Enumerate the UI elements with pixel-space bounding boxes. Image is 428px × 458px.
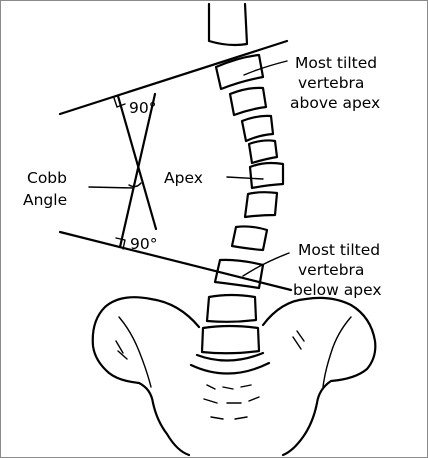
vertebra-lumbar <box>207 295 256 322</box>
leader-apex <box>227 177 263 179</box>
leader-most-tilted-above <box>244 61 287 75</box>
right-iliac-shading <box>293 331 304 349</box>
label-line: Most tilted <box>295 54 377 72</box>
vertebra-top-fragment <box>209 4 247 45</box>
sacrum <box>191 353 269 374</box>
label-most-tilted-below: Most tilted vertebra below apex <box>293 241 385 299</box>
right-iliac-wing <box>263 298 375 455</box>
label-line: below apex <box>293 281 382 299</box>
leader-most-tilted-below <box>243 253 289 276</box>
vertebra <box>249 140 277 163</box>
left-iliac-inner <box>119 317 151 387</box>
label-cobb-angle: Cobb Angle <box>23 169 72 209</box>
left-iliac-shading <box>116 341 127 359</box>
upper-endplate-line <box>60 41 287 114</box>
lower-endplate-line <box>60 232 291 290</box>
vertebra <box>245 192 277 217</box>
cobb-label-pointer <box>89 187 134 188</box>
left-iliac-wing <box>93 297 199 455</box>
label-line: Angle <box>23 191 67 209</box>
label-line: Cobb <box>27 169 67 187</box>
vertebra-most-tilted-above <box>216 55 263 89</box>
vertebral-column <box>202 55 283 353</box>
vertebra-most-tilted-below <box>215 260 263 288</box>
vertebra <box>242 116 273 141</box>
vertebra-apex <box>250 163 283 188</box>
vertebra-lumbar <box>202 326 259 353</box>
label-line: vertebra <box>298 261 364 279</box>
label-line: Most tilted <box>298 241 380 259</box>
right-iliac-inner <box>323 317 351 387</box>
label-right-angle-upper: 90° <box>129 99 156 117</box>
vertebra <box>230 88 266 115</box>
label-most-tilted-above: Most tilted vertebra above apex <box>290 54 382 112</box>
label-line: vertebra <box>298 74 364 92</box>
label-apex: Apex <box>164 169 203 187</box>
label-right-angle-lower: 90° <box>130 235 157 253</box>
label-line: above apex <box>290 94 380 112</box>
sacral-foramina <box>204 385 259 419</box>
vertebra <box>232 226 267 250</box>
